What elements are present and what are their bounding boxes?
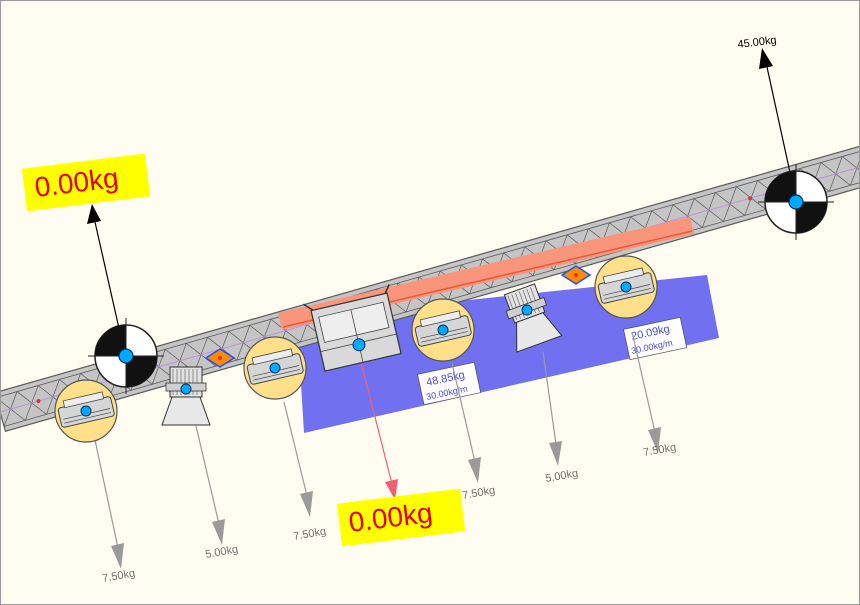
reaction-label-right: 45.00kg xyxy=(737,34,777,51)
load-arrow-2: 5.00kg xyxy=(195,425,239,561)
hoist-load-arrow xyxy=(357,349,398,500)
load-arrow-3: 7.50kg xyxy=(283,401,327,543)
point-load-value: 7.50kg xyxy=(292,525,327,543)
spotlight-icon[interactable] xyxy=(161,366,211,426)
load-arrow-7: 7.50kg xyxy=(631,331,677,459)
point-load-value: 5.00kg xyxy=(544,467,579,485)
point-load-value: 7.50kg xyxy=(101,567,136,585)
reaction-label-left: 0.00kg xyxy=(21,153,151,212)
par-can-icon[interactable] xyxy=(594,255,658,319)
point-load-value: 5.00kg xyxy=(204,543,239,561)
point-load-value: 7.50kg xyxy=(461,484,496,502)
hoist-icon[interactable] xyxy=(303,284,404,372)
point-load-value: 7.50kg xyxy=(642,441,677,459)
load-arrow-5: 7.50kg xyxy=(451,362,496,502)
par-can-icon[interactable] xyxy=(411,298,475,362)
par-can-icon[interactable] xyxy=(54,379,118,443)
clamp-icon xyxy=(204,348,236,368)
support-disc-icon[interactable] xyxy=(88,318,164,394)
hoist-reaction-label: 0.00kg xyxy=(336,488,466,547)
load-arrow-6: 5.00kg xyxy=(542,351,579,485)
clamp-icon xyxy=(560,265,592,285)
reaction-value: 45.00kg xyxy=(737,34,777,51)
par-can-icon[interactable] xyxy=(243,336,307,400)
load-arrow-1: 7.50kg xyxy=(94,439,136,585)
spotlight-icon[interactable] xyxy=(497,281,563,353)
support-disc-icon[interactable] xyxy=(758,164,834,240)
distributed-load-label-2: 20.09kg 30.00kg/m xyxy=(623,316,688,361)
